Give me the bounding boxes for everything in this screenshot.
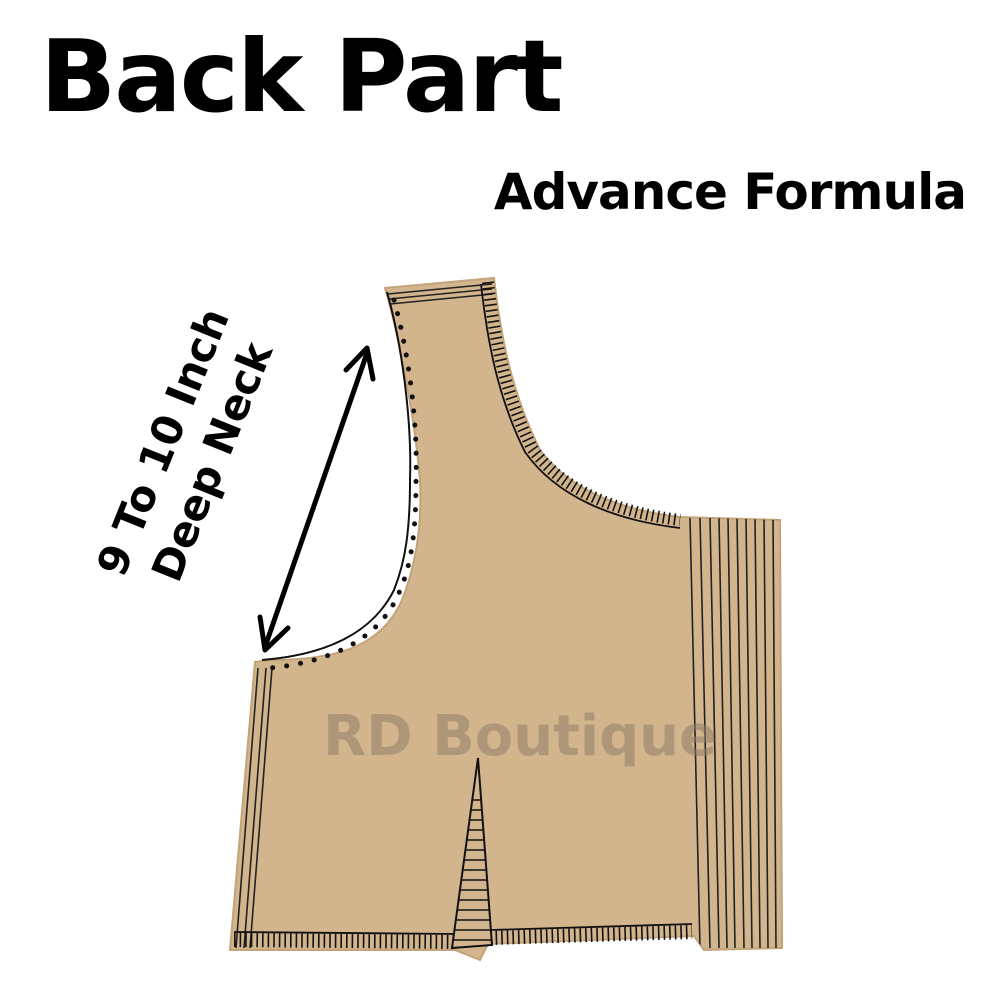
- side-seam-strip: [689, 517, 777, 949]
- page-title: Back Part: [40, 18, 564, 135]
- left-edge-lines: [235, 667, 273, 949]
- back-dart: [450, 757, 494, 950]
- watermark-text: RD Boutique: [323, 704, 717, 769]
- neckline-dotted: [267, 297, 419, 671]
- armhole-seam: [482, 281, 681, 526]
- pattern-paper: [228, 276, 784, 962]
- shoulder-edge-lines: [387, 283, 494, 305]
- page-subtitle: Advance Formula: [493, 163, 967, 221]
- hem-seam: [233, 925, 693, 949]
- double-headed-arrow-icon: [257, 345, 376, 653]
